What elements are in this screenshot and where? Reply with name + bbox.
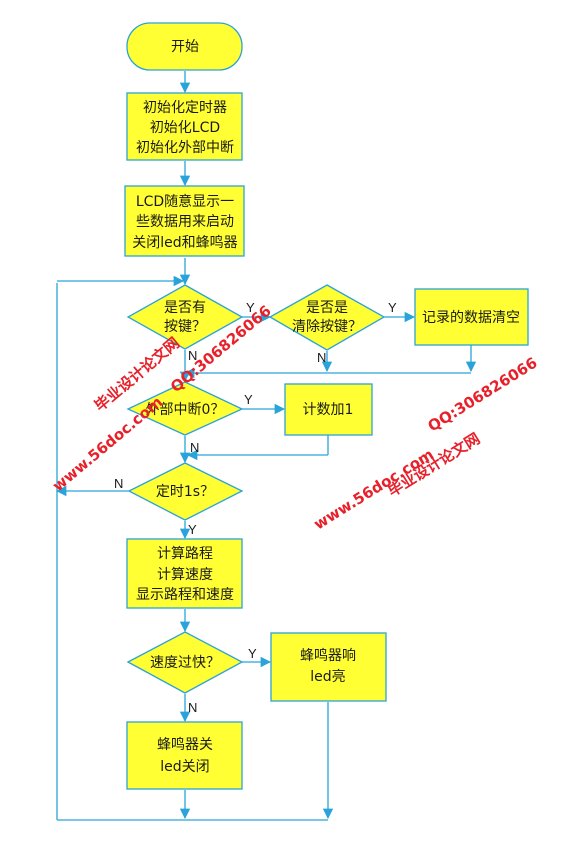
buzzer-off-line-1: 蜂鸣器关 — [157, 736, 213, 753]
count-add-node: 计数加1 — [284, 383, 373, 436]
init-line-3: 初始化外部中断 — [136, 139, 234, 156]
timer-decision: 定时1s？ — [127, 462, 244, 521]
edge-labels: Y Y N N Y N N Y Y N — [114, 300, 397, 715]
label-toofast-yes: Y — [248, 646, 257, 661]
is-clear-line-1: 是否是 — [306, 300, 348, 316]
clear-data-node: 记录的数据清空 — [414, 288, 529, 346]
label-timer-no: N — [114, 476, 123, 491]
label-timer-yes: Y — [188, 522, 197, 537]
is-clear-line-2: 清除按键？ — [292, 319, 362, 335]
start-node: 开始 — [126, 22, 243, 71]
watermark-site-right: www.56doc.com — [311, 445, 437, 533]
timer-label: 定时1s？ — [156, 484, 214, 500]
buzzer-on-line-1: 蜂鸣器响 — [300, 647, 356, 664]
buzzer-off-line-2: led关闭 — [160, 759, 209, 775]
connectors — [55, 71, 477, 821]
clear-data-label: 记录的数据清空 — [422, 310, 520, 326]
label-toofast-no: N — [188, 700, 197, 715]
lcd-line-1: LCD随意显示一 — [136, 193, 234, 210]
label-haskey-yes: Y — [246, 300, 255, 315]
compute-line-2: 计算速度 — [157, 567, 213, 583]
label-haskey-no: N — [188, 348, 197, 363]
has-key-decision: 是否有 按键？ — [126, 284, 244, 350]
compute-line-3: 显示路程和速度 — [136, 587, 234, 603]
label-extint-yes: Y — [244, 392, 253, 407]
too-fast-label: 速度过快？ — [150, 655, 220, 671]
label-isclear-yes: Y — [388, 300, 397, 315]
start-label: 开始 — [171, 39, 199, 55]
watermark-qq-right: QQ:306826066 — [425, 354, 541, 436]
has-key-line-1: 是否有 — [164, 300, 206, 316]
init-line-1: 初始化定时器 — [143, 99, 227, 116]
compute-node: 计算路程 计算速度 显示路程和速度 — [126, 538, 243, 609]
compute-line-1: 计算路程 — [157, 546, 213, 562]
buzzer-on-node: 蜂鸣器响 led亮 — [270, 632, 387, 702]
lcd-show-node: LCD随意显示一 些数据用来启动 关闭led和蜂鸣器 — [124, 185, 245, 257]
label-isclear-no: N — [317, 350, 326, 365]
ext-int-label: 外部中断0？ — [146, 402, 225, 418]
init-node: 初始化定时器 初始化LCD 初始化外部中断 — [126, 92, 243, 161]
is-clear-decision: 是否是 清除按键？ — [268, 284, 386, 351]
lcd-line-3: 关闭led和蜂鸣器 — [132, 234, 237, 251]
has-key-line-2: 按键？ — [164, 319, 206, 335]
buzzer-off-node: 蜂鸣器关 led关闭 — [126, 721, 243, 790]
watermark-right: www.56doc.com QQ:306826066 毕业设计论文网 — [311, 354, 541, 534]
too-fast-decision: 速度过快？ — [126, 631, 244, 694]
ext-int-decision: 外部中断0？ — [126, 381, 244, 436]
count-add-label: 计数加1 — [303, 402, 354, 418]
init-line-2: 初始化LCD — [150, 119, 220, 136]
buzzer-on-line-2: led亮 — [310, 668, 345, 685]
lcd-line-2: 些数据用来启动 — [136, 214, 234, 230]
label-extint-no: N — [190, 440, 199, 455]
